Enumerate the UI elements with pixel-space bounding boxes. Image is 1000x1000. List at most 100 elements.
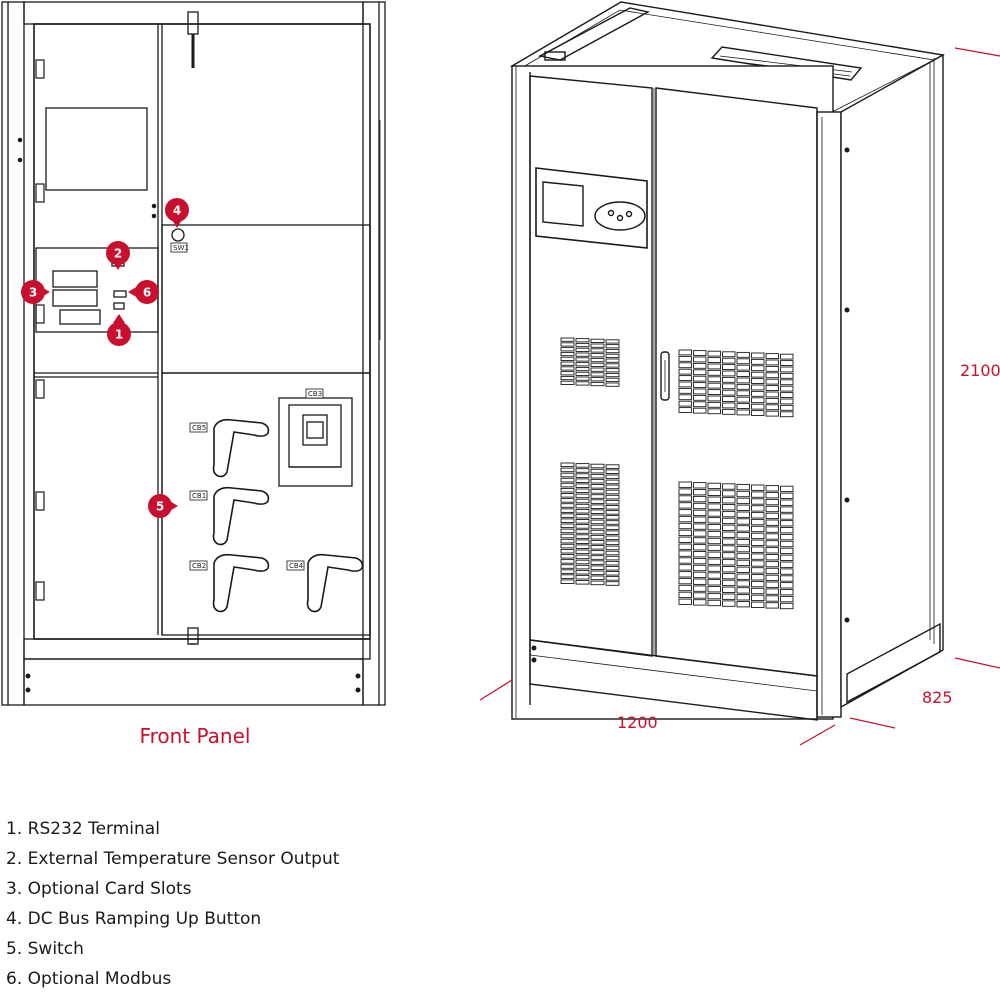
vent-slot — [678, 502, 692, 509]
vent-slot — [722, 389, 736, 396]
vent-slot — [736, 545, 750, 553]
vent-slot — [736, 364, 750, 371]
vent-slot — [765, 602, 779, 609]
legend-number: 2. — [6, 849, 23, 869]
legend-number: 1. — [6, 819, 23, 839]
vent-slot — [560, 528, 575, 534]
vent-slot — [780, 554, 794, 561]
vent-slot — [605, 339, 620, 344]
vent-slot — [707, 376, 721, 383]
legend-number: 5. — [6, 939, 23, 959]
vent-slot — [722, 566, 736, 573]
vent-slot — [736, 351, 750, 358]
vent-slot — [678, 349, 692, 356]
vent-slot — [722, 490, 736, 497]
vent-slot — [575, 519, 590, 524]
vent-slot — [693, 382, 707, 388]
vent-slot — [590, 580, 605, 586]
vent-slot — [722, 579, 736, 587]
legend-text: RS232 Terminal — [27, 819, 160, 839]
vent-slot — [722, 376, 736, 383]
vent-slot — [560, 380, 575, 385]
vent-slot — [780, 540, 794, 548]
vent-slot — [575, 483, 590, 488]
vent-slot — [736, 580, 750, 587]
vent-slot — [605, 499, 620, 505]
vent-slot — [751, 390, 765, 397]
vent-slot — [560, 337, 575, 342]
vent-slot — [590, 468, 605, 474]
vent-slot — [780, 513, 794, 520]
legend-item: 3. Optional Card Slots — [6, 878, 339, 908]
vent-slot — [605, 505, 620, 510]
vent-slot — [575, 342, 590, 348]
vent-slot — [605, 353, 620, 358]
vent-slot — [765, 397, 779, 404]
vent-slot — [575, 574, 590, 580]
vent-slot — [678, 362, 692, 369]
vent-slot — [765, 540, 779, 547]
vent-slot — [751, 594, 765, 602]
vent-slot — [560, 477, 575, 483]
vent-slot — [736, 497, 750, 505]
vent-slot — [590, 555, 605, 560]
svg-text:1: 1 — [115, 328, 123, 342]
vent-slot — [693, 394, 707, 401]
vent-slot — [780, 353, 794, 360]
callout-badges: 1 2 3 4 5 6 — [21, 198, 189, 518]
vent-slot — [736, 552, 750, 560]
vent-slot — [575, 488, 590, 494]
vent-slot — [575, 473, 590, 478]
vent-slot — [751, 358, 765, 365]
vent-slot — [575, 539, 590, 544]
vent-slot — [560, 543, 575, 549]
vent-slot — [678, 368, 692, 375]
vent-slot — [693, 388, 707, 395]
vent-slot — [765, 372, 779, 379]
vent-slot — [575, 559, 590, 565]
vent-slot — [736, 504, 750, 511]
vent-slot — [751, 532, 765, 540]
vent-slot — [722, 383, 736, 390]
vent-slot — [765, 574, 779, 582]
vent-slot — [751, 518, 765, 526]
vent-slot — [693, 495, 707, 503]
vent-slot — [590, 545, 605, 550]
vent-slot — [560, 356, 575, 361]
vent-slot — [560, 508, 575, 513]
vent-slot — [590, 570, 605, 576]
vent-slot — [780, 520, 794, 527]
vent-slot — [575, 549, 590, 555]
vent-slot — [605, 560, 620, 566]
vent-slot — [590, 381, 605, 387]
vent-slot — [605, 494, 620, 500]
vent-slot — [560, 574, 575, 579]
vent-slot — [678, 400, 692, 407]
ventilation-grills — [560, 337, 794, 610]
vent-slot — [707, 592, 721, 600]
vent-slot — [678, 577, 692, 585]
vent-slot — [751, 587, 765, 595]
vent-slot — [736, 377, 750, 384]
legend-text: Optional Card Slots — [27, 879, 192, 899]
vent-slot — [765, 378, 779, 385]
vent-slot — [678, 407, 692, 413]
vent-slot — [707, 551, 721, 558]
vent-slot — [780, 385, 794, 392]
vent-slot — [707, 350, 721, 357]
vent-slot — [605, 382, 620, 387]
vent-slot — [751, 384, 765, 391]
vent-slot — [560, 482, 575, 488]
vent-slot — [780, 568, 794, 575]
callout-4: 4 — [165, 198, 189, 228]
vent-slot — [693, 350, 707, 356]
vent-slot — [736, 371, 750, 377]
vent-slot — [605, 515, 620, 520]
dimension-height: 2100 — [960, 361, 1000, 380]
vent-slot — [605, 372, 620, 378]
vent-slot — [575, 534, 590, 539]
vent-slot — [693, 530, 707, 537]
vent-slot — [560, 523, 575, 529]
vent-slot — [780, 595, 794, 603]
vent-slot — [765, 498, 779, 506]
